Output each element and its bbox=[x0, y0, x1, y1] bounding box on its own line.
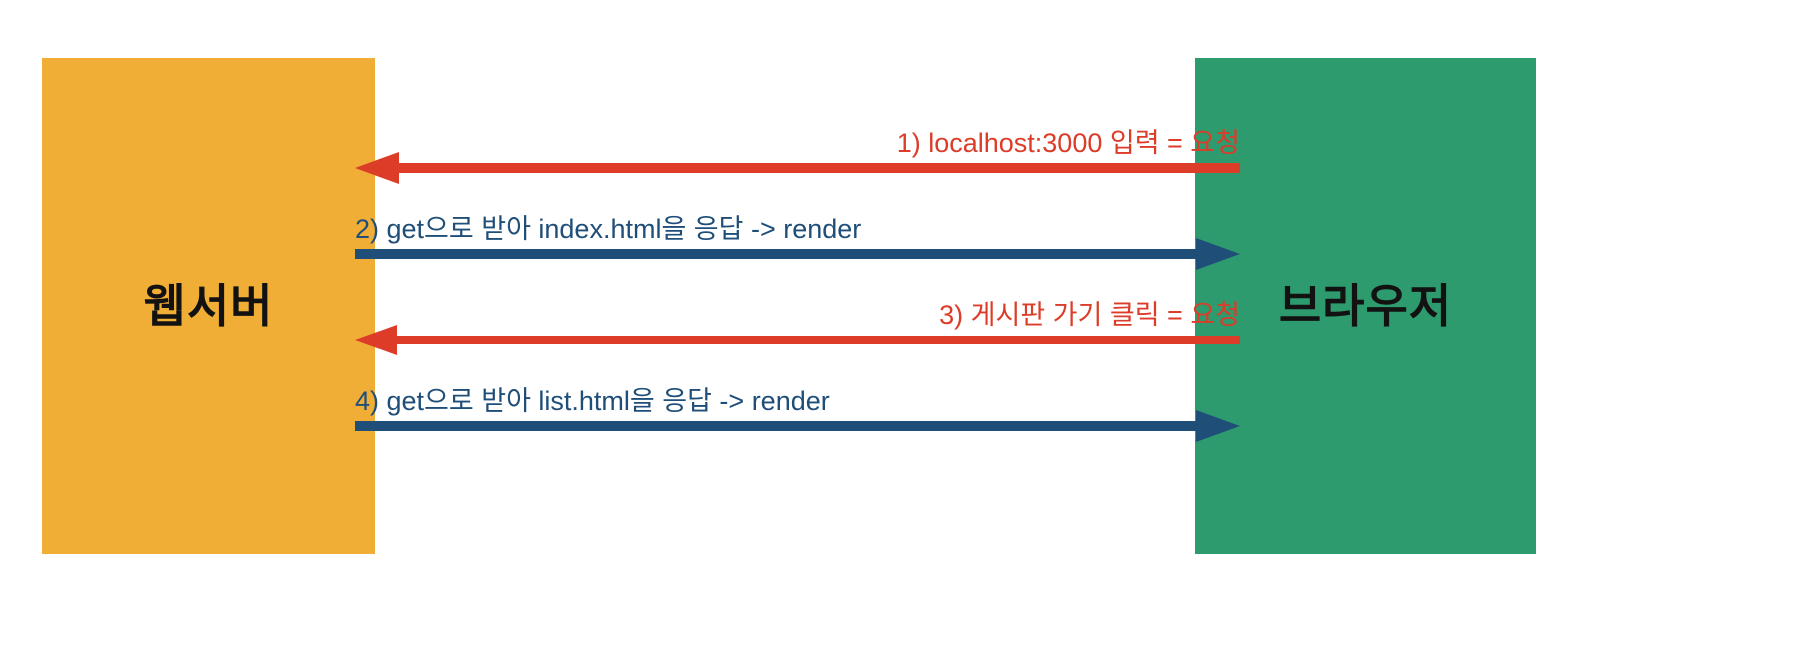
message-row-4: 4) get으로 받아 list.html을 응답 -> render bbox=[355, 357, 1240, 443]
actor-label-web-server: 웹서버 bbox=[143, 280, 274, 332]
actor-box-browser: 브라우저 bbox=[1195, 58, 1536, 554]
message-label-1: 1) localhost:3000 입력 = 요청 bbox=[896, 128, 1240, 159]
message-row-3: 3) 게시판 가기 클릭 = 요청 bbox=[355, 271, 1240, 357]
actor-label-browser: 브라우저 bbox=[1278, 280, 1453, 332]
arrow-3-left bbox=[355, 323, 1240, 357]
arrow-4-right bbox=[355, 409, 1240, 443]
message-label-4: 4) get으로 받아 list.html을 응답 -> render bbox=[355, 386, 830, 417]
message-label-2: 2) get으로 받아 index.html을 응답 -> render bbox=[355, 214, 862, 245]
message-label-3: 3) 게시판 가기 클릭 = 요청 bbox=[939, 300, 1240, 331]
actor-box-web-server: 웹서버 bbox=[42, 58, 375, 554]
arrow-1-left bbox=[355, 151, 1240, 185]
message-row-1: 1) localhost:3000 입력 = 요청 bbox=[355, 99, 1240, 185]
message-row-2: 2) get으로 받아 index.html을 응답 -> render bbox=[355, 185, 1240, 271]
arrow-2-right bbox=[355, 237, 1240, 271]
